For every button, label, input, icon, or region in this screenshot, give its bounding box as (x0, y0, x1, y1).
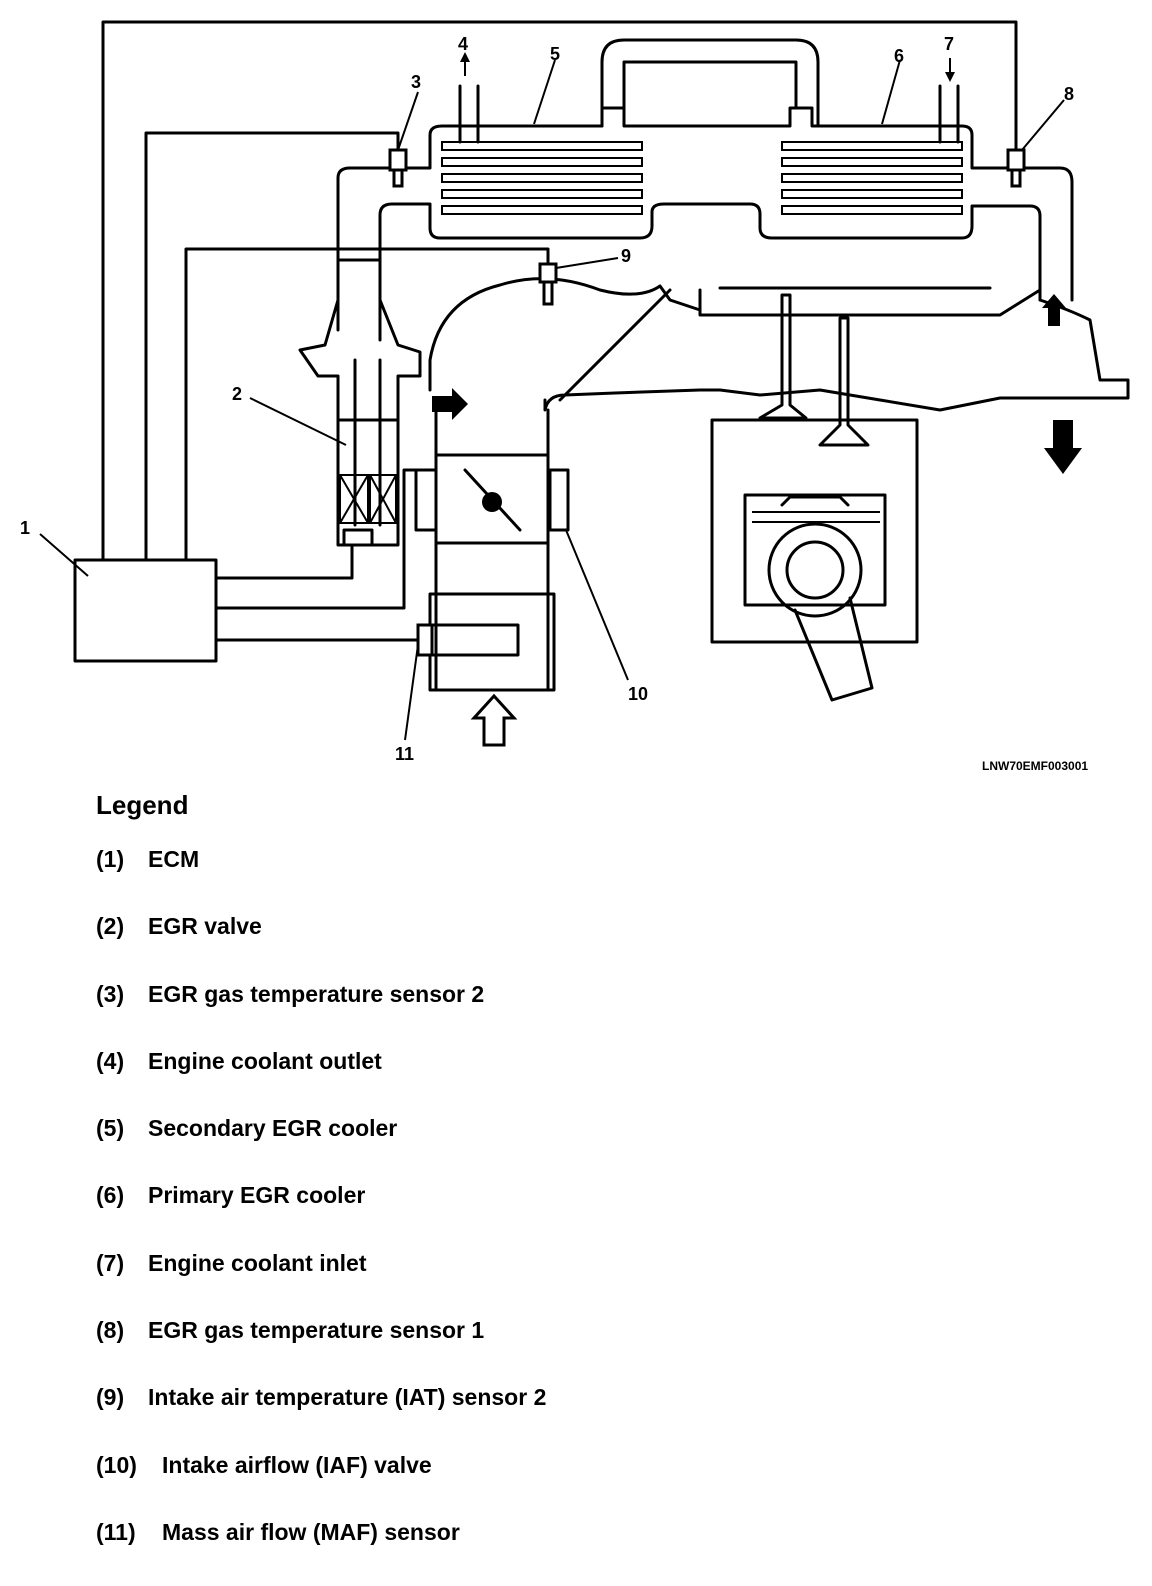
figure-code: LNW70EMF003001 (982, 759, 1088, 773)
legend-item: (5) Secondary EGR cooler (96, 1115, 546, 1182)
callout-2: 2 (232, 384, 242, 404)
legend-item-label: Engine coolant inlet (148, 1249, 367, 1276)
egr-system-diagram: 1 2 3 4 5 6 7 8 9 10 11 LNW70EMF003001 (20, 20, 1130, 773)
legend-item-number: (7) (96, 1249, 125, 1276)
legend-item: (1) ECM (96, 846, 546, 913)
legend-item-number: (5) (96, 1115, 125, 1142)
egr-flow-arrow (432, 388, 468, 420)
legend-item-number: (10) (96, 1451, 137, 1478)
legend-item-number: (1) (96, 846, 125, 872)
egr-valve (298, 258, 422, 547)
legend-item-label: Mass air flow (MAF) sensor (162, 1518, 460, 1545)
intake-manifold (428, 262, 702, 412)
callout-6: 6 (894, 46, 904, 66)
legend-item: (11) Mass air flow (MAF) sensor (96, 1519, 546, 1586)
flow-arrows (432, 52, 1082, 747)
legend-item: (7) Engine coolant inlet (96, 1250, 546, 1317)
legend-title: Legend (96, 790, 189, 820)
legend-item-label: Engine coolant outlet (148, 1047, 382, 1074)
legend-item-number: (4) (96, 1047, 125, 1074)
legend-item-number: (8) (96, 1317, 125, 1344)
iaf-valve (414, 453, 570, 545)
exhaust-up-arrow (1042, 294, 1066, 326)
intake-air-arrow (470, 693, 518, 747)
callout-9: 9 (621, 246, 631, 266)
egr-cooler-assembly (336, 38, 1074, 342)
secondary-cooler-fins (441, 141, 643, 215)
callout-8: 8 (1064, 84, 1074, 104)
callout-11: 11 (395, 744, 414, 764)
maf-sensor (416, 408, 556, 692)
legend-item-label: ECM (148, 846, 200, 872)
egr-gas-temp-sensor-1 (1006, 148, 1026, 188)
legend-list: (1) ECM (2) EGR valve (3) EGR gas temperatu… (96, 846, 546, 1586)
legend-item: (9) Intake air temperature (IAT) sensor 2 (96, 1384, 546, 1451)
legend-item-label: Secondary EGR cooler (148, 1115, 398, 1142)
egr-gas-temp-sensor-2 (388, 148, 408, 188)
legend-item-label: EGR valve (148, 913, 262, 940)
exhaust-out-arrow (1044, 420, 1082, 474)
legend-item-number: (9) (96, 1384, 125, 1411)
legend-item-number: (3) (96, 980, 125, 1007)
callout-5: 5 (550, 44, 560, 64)
legend-item: (4) Engine coolant outlet (96, 1048, 546, 1115)
legend-item-number: (6) (96, 1182, 125, 1209)
legend-item: (8) EGR gas temperature sensor 1 (96, 1317, 546, 1384)
legend-item: (6) Primary EGR cooler (96, 1182, 546, 1249)
legend-item-number: (11) (96, 1518, 136, 1545)
callout-10: 10 (628, 684, 648, 704)
legend-item-number: (2) (96, 913, 125, 940)
legend-item-label: Intake air temperature (IAT) sensor 2 (148, 1384, 547, 1411)
legend-item-label: EGR gas temperature sensor 2 (148, 980, 485, 1007)
callout-1: 1 (20, 518, 30, 538)
legend-item-label: Intake airflow (IAF) valve (162, 1451, 432, 1478)
callout-4: 4 (458, 34, 468, 54)
legend-item: (3) EGR gas temperature sensor 2 (96, 981, 546, 1048)
legend-item: (2) EGR valve (96, 913, 546, 980)
legend-item-label: EGR gas temperature sensor 1 (148, 1317, 485, 1344)
engine-block (698, 286, 1130, 702)
ecm-box (73, 558, 218, 663)
primary-cooler-fins (781, 141, 963, 215)
ecm-wiring (101, 20, 1018, 642)
callout-7: 7 (944, 34, 954, 54)
callout-3: 3 (411, 72, 421, 92)
legend-item: (10) Intake airflow (IAF) valve (96, 1452, 546, 1519)
legend-item-label: Primary EGR cooler (148, 1182, 366, 1209)
callout-leaders (39, 59, 1065, 741)
